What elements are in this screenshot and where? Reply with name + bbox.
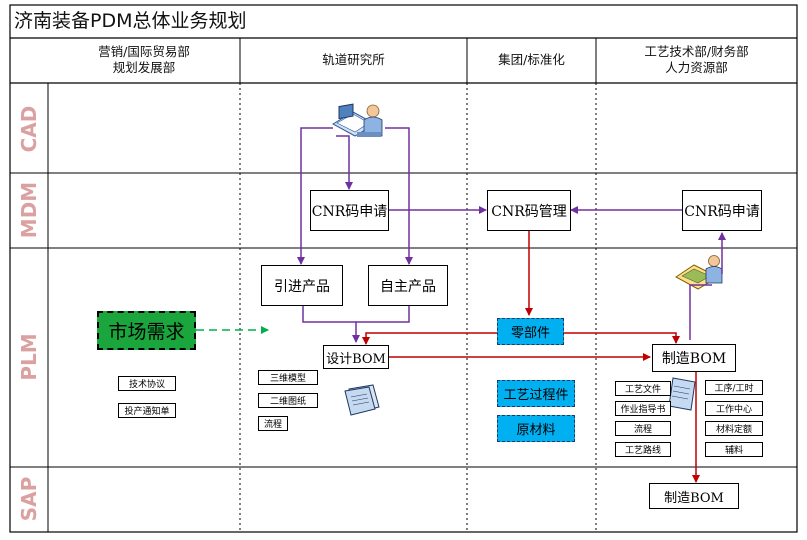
cnr-manage-node: CNR码管理 xyxy=(487,190,571,231)
arrow-imported-to-design-bom xyxy=(302,306,360,343)
mfg-bom-node: 制造BOM xyxy=(652,344,736,372)
engineer-workstation-icon xyxy=(675,255,723,290)
process-item: 工艺文件 xyxy=(615,381,671,396)
process-item: 辅料 xyxy=(705,442,763,457)
cnr-apply-node: CNR码申请 xyxy=(310,190,389,231)
raw-material-node: 原材料 xyxy=(497,415,575,442)
column-header-line: 规划发展部 xyxy=(112,60,176,75)
engineer-workstation-icon xyxy=(331,103,383,137)
process-item: 工作中心 xyxy=(705,401,763,416)
process-item: 工序/工时 xyxy=(705,380,763,395)
marketing-item: 技术协议 xyxy=(118,376,176,391)
process-item: 流程 xyxy=(615,421,671,436)
column-header-rail-institute: 轨道研究所 xyxy=(240,52,467,68)
design-bom-node: 设计BOM xyxy=(323,345,389,369)
arrow-parts-to-design-bom xyxy=(362,332,497,345)
column-header-line: 人力资源部 xyxy=(665,60,728,75)
arrow-cad-to-own-product xyxy=(385,127,413,265)
column-header-line: 工艺技术部/财务部 xyxy=(644,44,749,59)
arrow-parts-to-mfg-bom xyxy=(564,332,680,344)
column-header-process-finance-hr: 工艺技术部/财务部 人力资源部 xyxy=(596,44,797,76)
column-header-group-standard: 集团/标准化 xyxy=(467,52,596,68)
arrow-mfg-bom-to-cnr-apply2 xyxy=(689,284,712,340)
outer-frame xyxy=(9,4,798,533)
design-item: 三维模型 xyxy=(258,370,318,385)
design-item: 流程 xyxy=(258,416,288,431)
market-demand-node: 市场需求 xyxy=(97,311,196,350)
parts-node: 零部件 xyxy=(497,318,564,345)
column-header-line: 轨道研究所 xyxy=(322,52,385,67)
lane-label-cad: CAD xyxy=(17,105,41,153)
page-title: 济南装备PDM总体业务规划 xyxy=(14,10,247,32)
marketing-item: 投产通知单 xyxy=(118,403,176,418)
arrow-own-to-design-bom xyxy=(356,306,410,323)
imported-product-node: 引进产品 xyxy=(261,265,343,306)
arrow-cad-to-imported-product xyxy=(297,127,333,265)
process-doc-node: 工艺过程件 xyxy=(497,380,575,407)
process-item: 材料定额 xyxy=(705,421,763,436)
column-header-line: 集团/标准化 xyxy=(498,52,565,67)
column-header-line: 营销/国际贸易部 xyxy=(98,44,190,59)
own-product-node: 自主产品 xyxy=(368,265,448,306)
arrow-cad-to-cnr-apply xyxy=(336,135,353,190)
process-item: 作业指导书 xyxy=(615,401,671,416)
lane-label-mdm: MDM xyxy=(17,181,41,239)
design-item: 二维图纸 xyxy=(258,393,318,408)
cnr-apply-node-2: CNR码申请 xyxy=(682,190,762,231)
process-item: 工艺路线 xyxy=(615,442,671,457)
sap-mfg-bom-node: 制造BOM xyxy=(649,483,739,509)
column-header-marketing: 营销/国际贸易部 规划发展部 xyxy=(48,44,240,76)
lane-label-plm: PLM xyxy=(17,333,41,381)
lane-label-sap: SAP xyxy=(17,476,41,522)
document-icon xyxy=(668,377,696,411)
document-icon xyxy=(344,384,380,416)
